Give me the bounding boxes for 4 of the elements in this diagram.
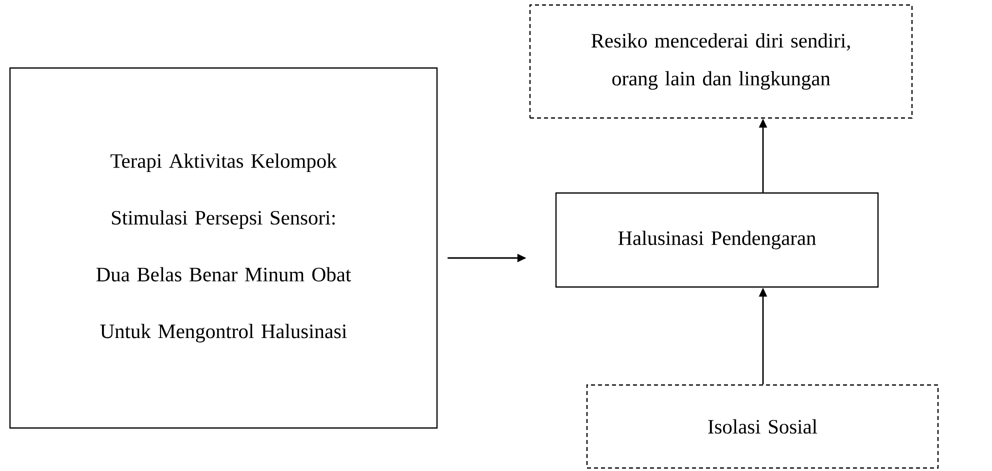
text-box: Terapi Aktivitas Kelompok Stimulasi Persepsi Sensori: Dua Belas Benar Minum Obat Untuk Mengontrol Halusinasi (9, 67, 438, 429)
text-box: Halusinasi Pendengaran (555, 192, 879, 288)
dashed-box: Isolasi Sosial (586, 384, 939, 469)
dashed-box: Resiko mencederai diri sendiri, orang lain dan lingkungan (529, 4, 913, 119)
